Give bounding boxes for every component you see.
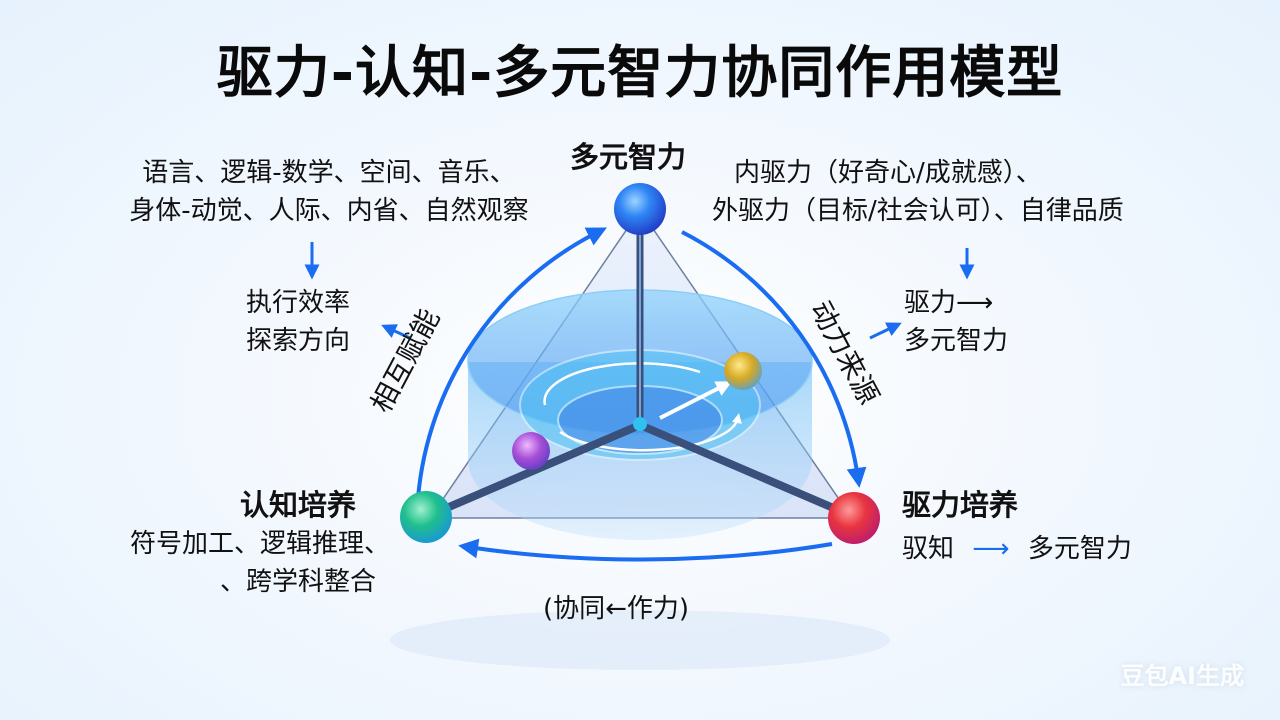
sphere-multiple-intelligence — [614, 183, 666, 235]
intelligence-effect: 执行效率 探索方向 — [246, 284, 350, 360]
effect-exploration-direction: 探索方向 — [246, 326, 351, 356]
intelligence-types-line-1: 语言、逻辑-数学、空间、音乐、 — [142, 158, 516, 188]
drive-effect: 驱力⟶ 多元智力 — [904, 284, 1008, 360]
sphere-drive — [828, 492, 880, 544]
effect-multiple-intelligence: 多元智力 — [904, 326, 1009, 356]
intelligence-types-line-2: 身体-动觉、人际、内省、自然观察 — [129, 196, 529, 226]
right-arc-drive — [681, 230, 867, 488]
sphere-inner-yellow — [724, 352, 762, 390]
left-arc-enable — [416, 227, 607, 499]
tetrahedron-rods — [424, 206, 856, 520]
cognition-line-1: 符号加工、逻辑推理、 — [129, 529, 390, 559]
drive-description: 驭知 ⟶ 多元智力 — [902, 530, 1132, 568]
sphere-cognition — [400, 491, 452, 543]
node-label-drive: 驱力培养 — [902, 488, 1019, 522]
drive-desc-target: 多元智力 — [1027, 534, 1132, 564]
right-arrow-icon: ⟶ — [972, 534, 1010, 564]
sphere-inner-purple — [512, 432, 550, 470]
drive-types-line-1: 内驱力（好奇心/成就感）、 — [734, 158, 1042, 188]
bottom-arc-synergy — [458, 538, 833, 562]
arc-label-synergy: (协同←作力) — [543, 594, 690, 624]
effect-drive-arrow: 驱力⟶ — [904, 288, 994, 318]
center-joint — [633, 417, 647, 431]
intelligence-types-description: 语言、逻辑-数学、空间、音乐、 身体-动觉、人际、内省、自然观察 — [84, 154, 574, 230]
watermark: 豆包AI生成 — [1120, 662, 1244, 690]
cognition-line-2: 、跨学科整合 — [219, 567, 376, 597]
cognition-description: 符号加工、逻辑推理、 、跨学科整合 — [90, 525, 390, 601]
drive-desc-source: 驭知 — [902, 534, 955, 564]
drive-types-line-2: 外驱力（目标/社会认可）、自律品质 — [712, 196, 1124, 226]
arrow-to-effect-right — [869, 322, 902, 340]
effect-execution-efficiency: 执行效率 — [246, 288, 351, 318]
page-title: 驱力-认知-多元智力协同作用模型 — [216, 41, 1064, 106]
arrow-to-effect-left — [381, 324, 411, 340]
node-label-multiple-intelligence: 多元智力 — [570, 140, 687, 174]
node-label-cognition: 认知培养 — [240, 488, 357, 522]
drive-types-description: 内驱力（好奇心/成就感）、 外驱力（目标/社会认可）、自律品质 — [712, 154, 1124, 230]
